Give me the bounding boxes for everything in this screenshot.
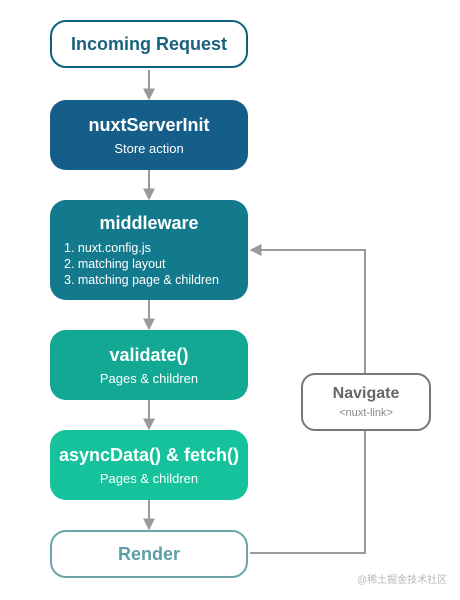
middleware-item: 1. nuxt.config.js	[64, 241, 151, 255]
nuxt-server-init-title: nuxtServerInit	[88, 114, 210, 135]
navigate-node: Navigate <nuxt-link>	[301, 373, 431, 431]
nuxt-server-init-node: nuxtServerInit Store action	[50, 100, 248, 170]
async-data-fetch-subtitle: Pages & children	[99, 470, 199, 486]
middleware-title: middleware	[99, 213, 199, 233]
validate-subtitle: Pages & children	[99, 370, 199, 386]
async-data-fetch-node: asyncData() & fetch() Pages & children	[50, 430, 248, 500]
middleware-list: 1. nuxt.config.js 2. matching layout 3. …	[50, 240, 248, 288]
incoming-request-node: Incoming Request	[50, 20, 248, 68]
middleware-node: middleware 1. nuxt.config.js 2. matching…	[50, 200, 248, 300]
async-data-fetch-title: asyncData() & fetch()	[58, 444, 240, 465]
middleware-item: 3. matching page & children	[64, 273, 219, 287]
incoming-request-title: Incoming Request	[70, 34, 227, 54]
nuxt-server-init-subtitle: Store action	[114, 140, 184, 156]
navigate-title: Navigate	[332, 385, 400, 402]
navigate-subtitle: <nuxt-link>	[339, 407, 393, 419]
validate-title: validate()	[109, 344, 189, 365]
validate-node: validate() Pages & children	[50, 330, 248, 400]
middleware-item: 2. matching layout	[64, 257, 166, 271]
render-title: Render	[117, 544, 180, 564]
render-node: Render	[50, 530, 248, 578]
watermark: @稀土掘金技术社区	[357, 575, 448, 586]
